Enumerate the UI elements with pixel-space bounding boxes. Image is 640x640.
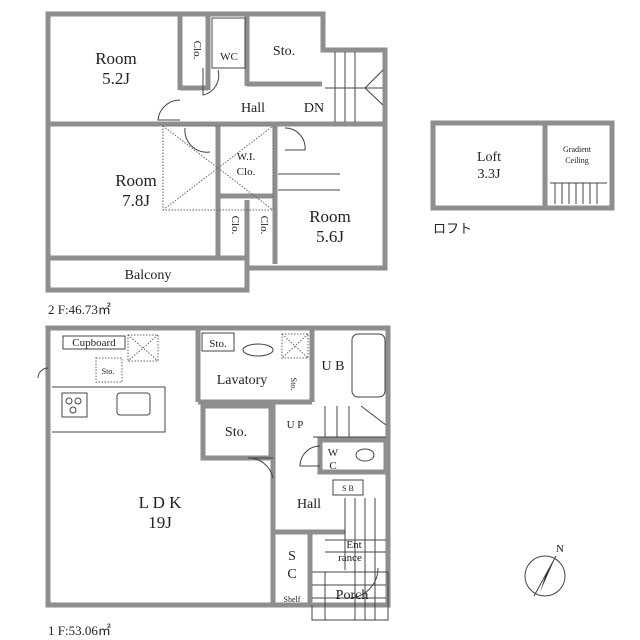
wc-label: C: [329, 460, 336, 472]
room-name: Room: [115, 171, 157, 190]
stair-handrail: [278, 173, 340, 191]
storage-label: Sto.: [209, 338, 227, 350]
entrance-label: Ent: [346, 539, 361, 551]
entrance-door[interactable]: [347, 567, 379, 599]
cupboard: [62, 335, 126, 350]
ldk-size: 19J: [148, 513, 172, 532]
wc-room: [211, 17, 246, 69]
entrance-tiles: [312, 498, 386, 620]
vent-icon: [95, 333, 309, 383]
closet-label: Clo.: [191, 41, 203, 60]
entrance-label: rance: [338, 552, 362, 564]
loft-name: Loft: [477, 150, 501, 165]
washbasin-icon: [242, 343, 274, 357]
shoe-closet-label: S: [288, 549, 296, 564]
sink-icon: [116, 392, 151, 416]
room-size: 7.8J: [122, 191, 150, 210]
gradient-ceiling-label: Ceiling: [565, 156, 589, 165]
toilet-icon: [355, 448, 375, 462]
walk-in-closet-label: Clo.: [237, 166, 256, 178]
storage-label: Sto.: [273, 44, 295, 59]
floor-2-area: 2 F:46.73㎡: [48, 302, 111, 317]
shelf-label: Shelf: [284, 595, 301, 604]
lavatory-label: Lavatory: [217, 373, 268, 388]
room-name: Room: [309, 207, 351, 226]
loft-wall: [430, 120, 615, 211]
cupboard-label: Cupboard: [72, 337, 116, 349]
stairs-up-label: U P: [287, 419, 304, 431]
loft: Loft 3.3J Gradient Ceiling ロフト: [430, 120, 615, 236]
loft-jp-label: ロフト: [433, 221, 472, 236]
walk-in-closet-label: W.I.: [237, 151, 256, 163]
room-size: 5.6J: [316, 227, 344, 246]
storage-label: Sto.: [225, 425, 247, 440]
floor-2: Room 5.2J Clo. WC Sto. Hall DN Room 7.8J…: [45, 11, 388, 317]
door[interactable]: [157, 99, 181, 121]
floor-1-area: 1 F:53.06㎡: [48, 623, 111, 638]
hall-label: Hall: [297, 497, 321, 512]
storage-label: Sto.: [102, 367, 115, 376]
room-name: Room: [95, 49, 137, 68]
balcony-wall: [45, 255, 250, 293]
door[interactable]: [37, 367, 49, 379]
wc-label: WC: [220, 51, 238, 63]
door[interactable]: [247, 457, 274, 479]
kitchen-counter: [52, 386, 166, 433]
door[interactable]: [184, 127, 211, 153]
unit-bath-label: U B: [322, 359, 345, 374]
stairs-up: [313, 405, 387, 438]
compass-icon: N: [524, 543, 566, 597]
stairs-down-label: DN: [304, 101, 324, 116]
gradient-ceiling-hatch: [550, 182, 607, 204]
hall-label: Hall: [241, 101, 265, 116]
door[interactable]: [299, 445, 321, 467]
shoe-box: [332, 479, 364, 496]
closet-label: Clo.: [229, 216, 241, 235]
wc-label: W: [328, 447, 339, 459]
door[interactable]: [284, 127, 306, 151]
door[interactable]: [202, 68, 220, 96]
stove-icon: [61, 392, 88, 418]
void-area: [162, 125, 274, 211]
gradient-ceiling-label: Gradient: [563, 145, 592, 154]
shoe-box-label: S B: [342, 484, 354, 493]
room-size: 5.2J: [102, 69, 130, 88]
bathtub-icon: [351, 333, 386, 398]
floor-1: Cupboard Sto. Sto. Lavatory Sto. U B Sto…: [37, 325, 391, 638]
shoe-closet-label: C: [287, 567, 296, 582]
storage-label: Sto.: [289, 378, 298, 391]
loft-size: 3.3J: [478, 167, 502, 182]
wc-room: [317, 437, 389, 475]
north-label: N: [556, 543, 564, 555]
ldk-name: L D K: [139, 493, 183, 512]
stairs-down: [325, 52, 384, 122]
porch-label: Porch: [336, 588, 369, 603]
closet-label: Clo.: [258, 216, 270, 235]
balcony-label: Balcony: [125, 268, 172, 283]
